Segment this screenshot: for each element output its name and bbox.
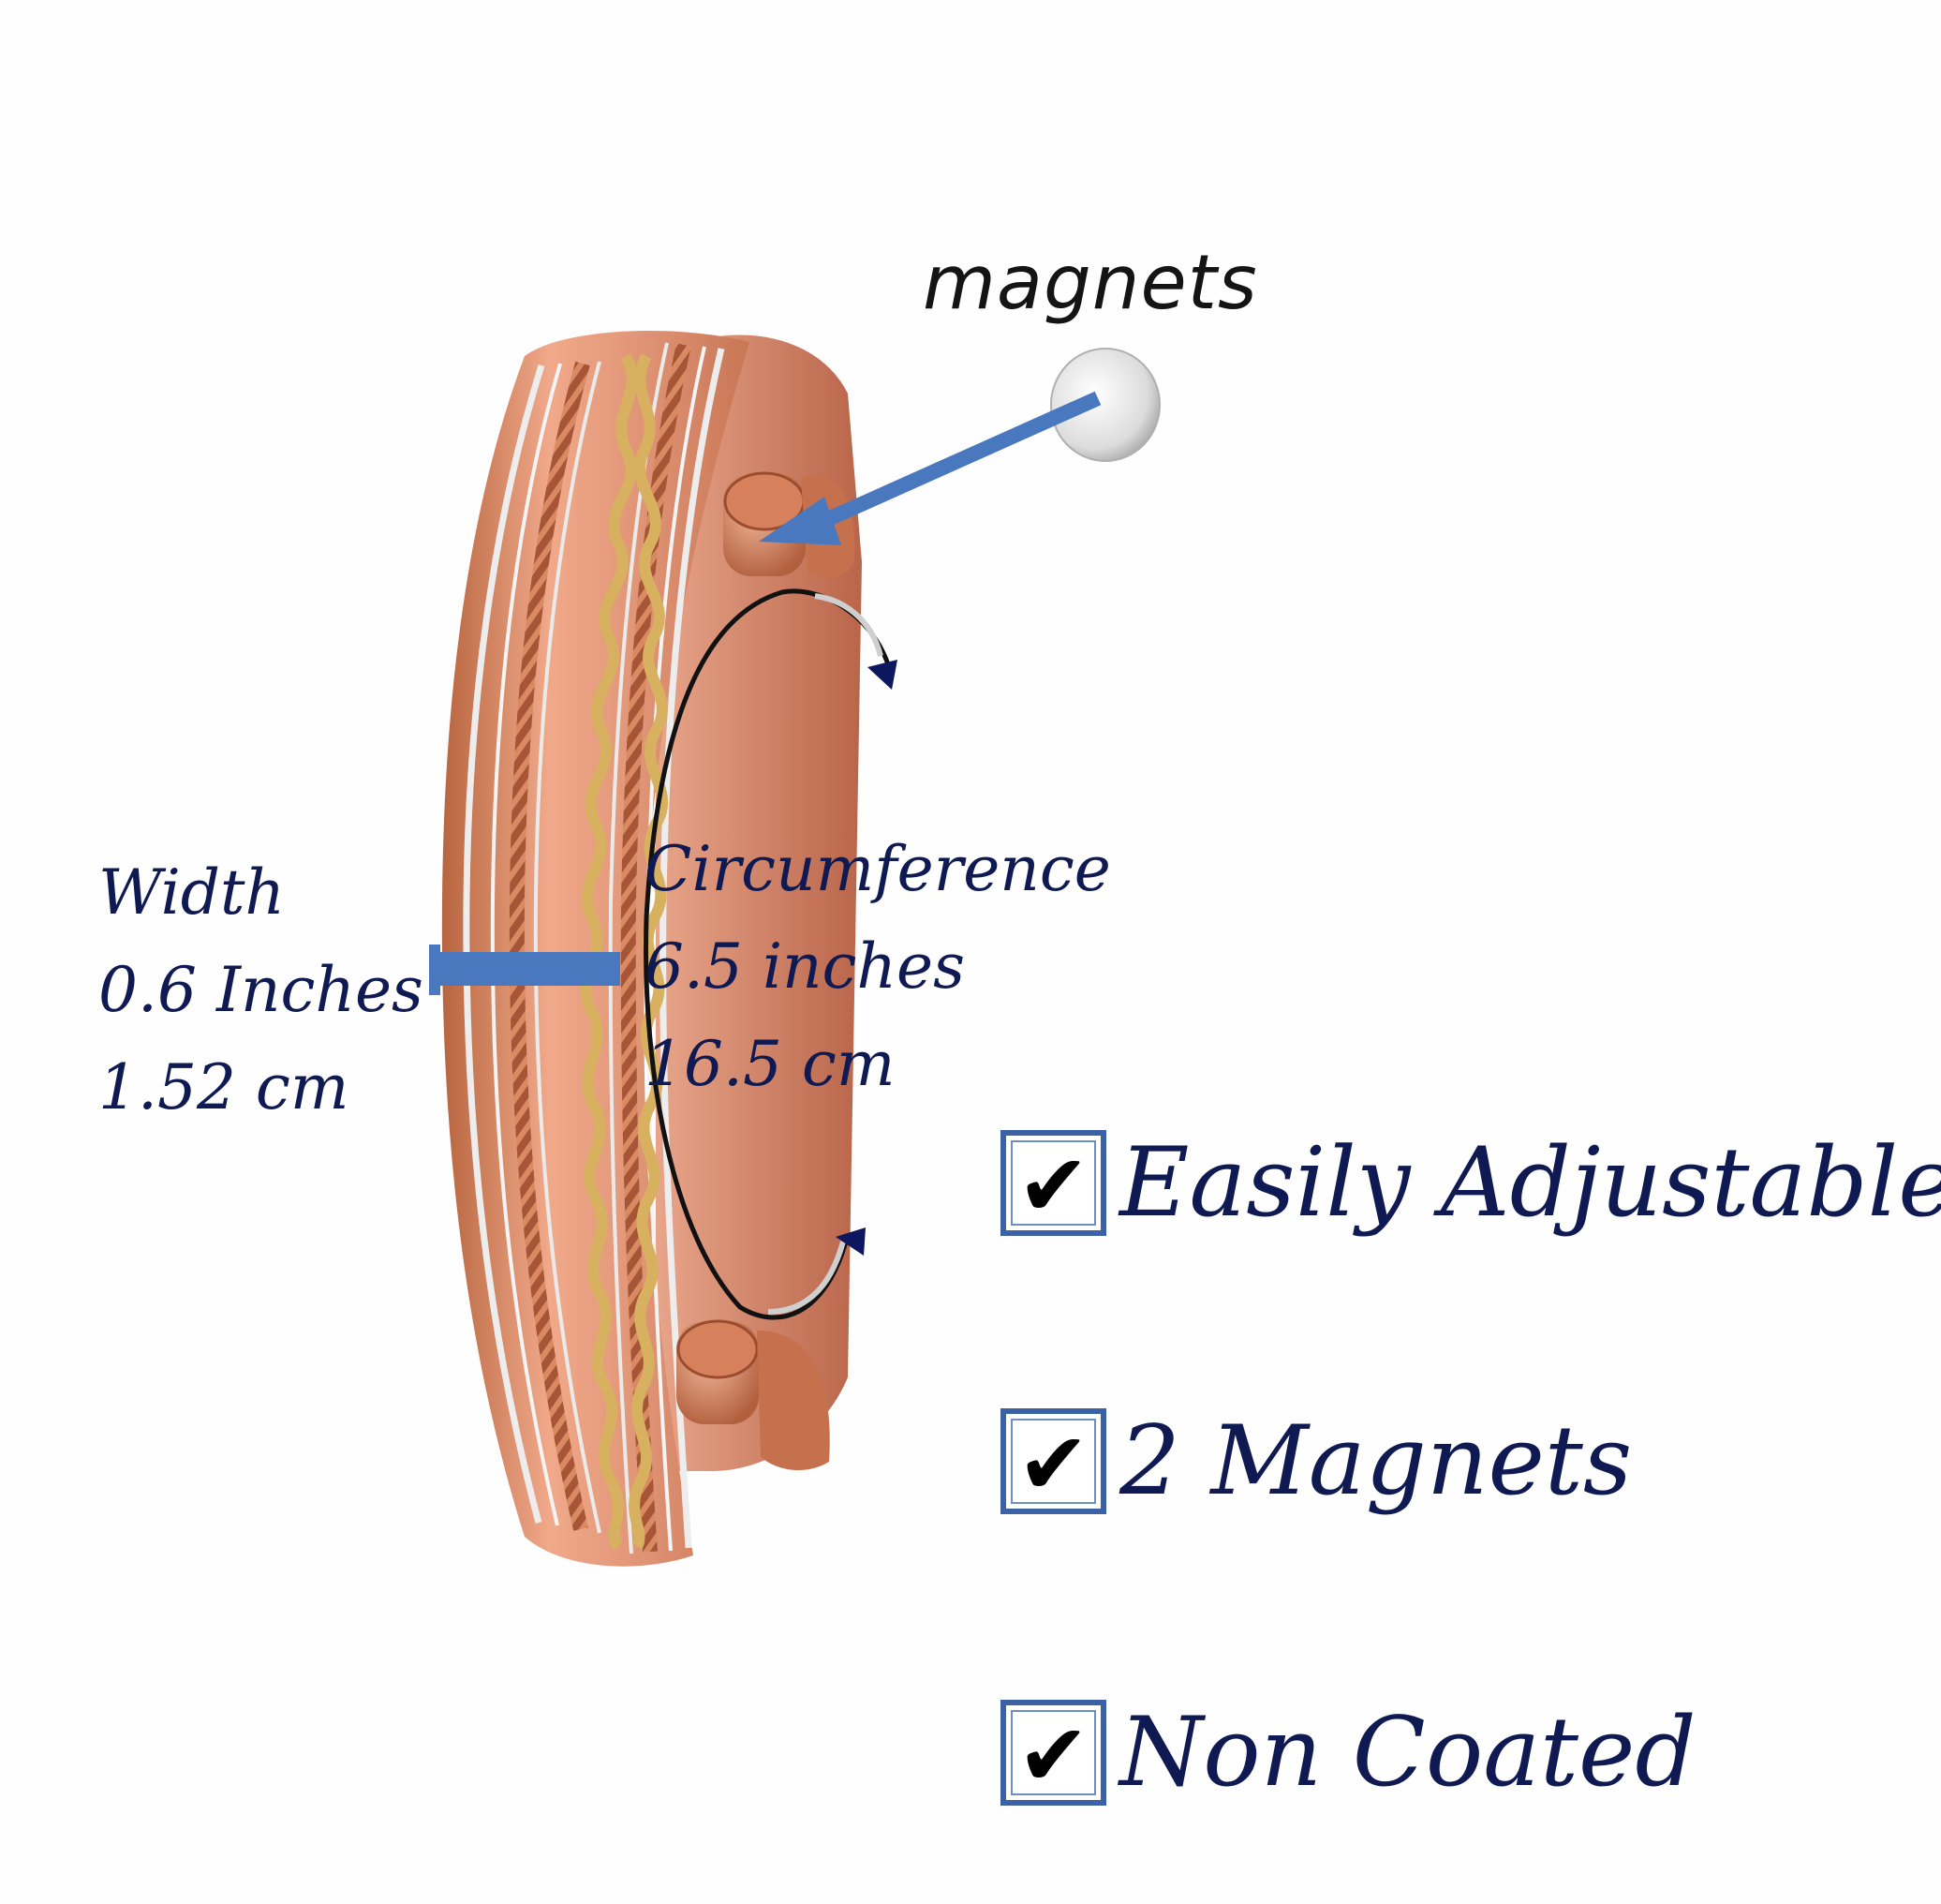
checkbox-checked-icon: ✔	[1000, 1408, 1106, 1514]
cuff-inner-wall	[656, 335, 862, 1471]
magnet-stud-top	[723, 471, 855, 578]
circumference-inches: 6.5 inches	[645, 930, 965, 1003]
feature-label: 2 Magnets	[1119, 1405, 1633, 1517]
circumference-spec: Circumference 6.5 inches 16.5 cm	[645, 839, 1111, 1131]
magnets-label: magnets	[923, 239, 1258, 326]
width-title: Width	[98, 856, 286, 929]
arc-arrowhead-top	[867, 660, 897, 690]
circumference-cm: 16.5 cm	[645, 1028, 896, 1100]
circumference-arc	[644, 588, 897, 1320]
magnet-stud-bottom	[676, 1319, 830, 1471]
magnet-arrow	[759, 391, 1102, 545]
checkbox-checked-icon: ✔	[1000, 1700, 1106, 1806]
checkbox-checked-icon: ✔	[1000, 1130, 1106, 1236]
feature-label: Non Coated	[1119, 1696, 1697, 1808]
width-inches: 0.6 Inches	[98, 954, 423, 1026]
arc-arrowhead-bottom	[836, 1227, 866, 1256]
feature-non-coated: ✔ Non Coated	[1000, 1694, 1697, 1811]
width-arrow	[429, 945, 620, 995]
feature-2-magnets: ✔ 2 Magnets	[1000, 1403, 1632, 1520]
feature-label: Easily Adjustable	[1119, 1126, 1941, 1239]
width-cm: 1.52 cm	[98, 1051, 349, 1123]
feature-easily-adjustable: ✔ Easily Adjustable	[1000, 1124, 1941, 1242]
circumference-title: Circumference	[645, 833, 1111, 905]
magnet-disc	[1050, 348, 1161, 462]
width-spec: Width 0.6 Inches 1.52 cm	[98, 862, 423, 1154]
